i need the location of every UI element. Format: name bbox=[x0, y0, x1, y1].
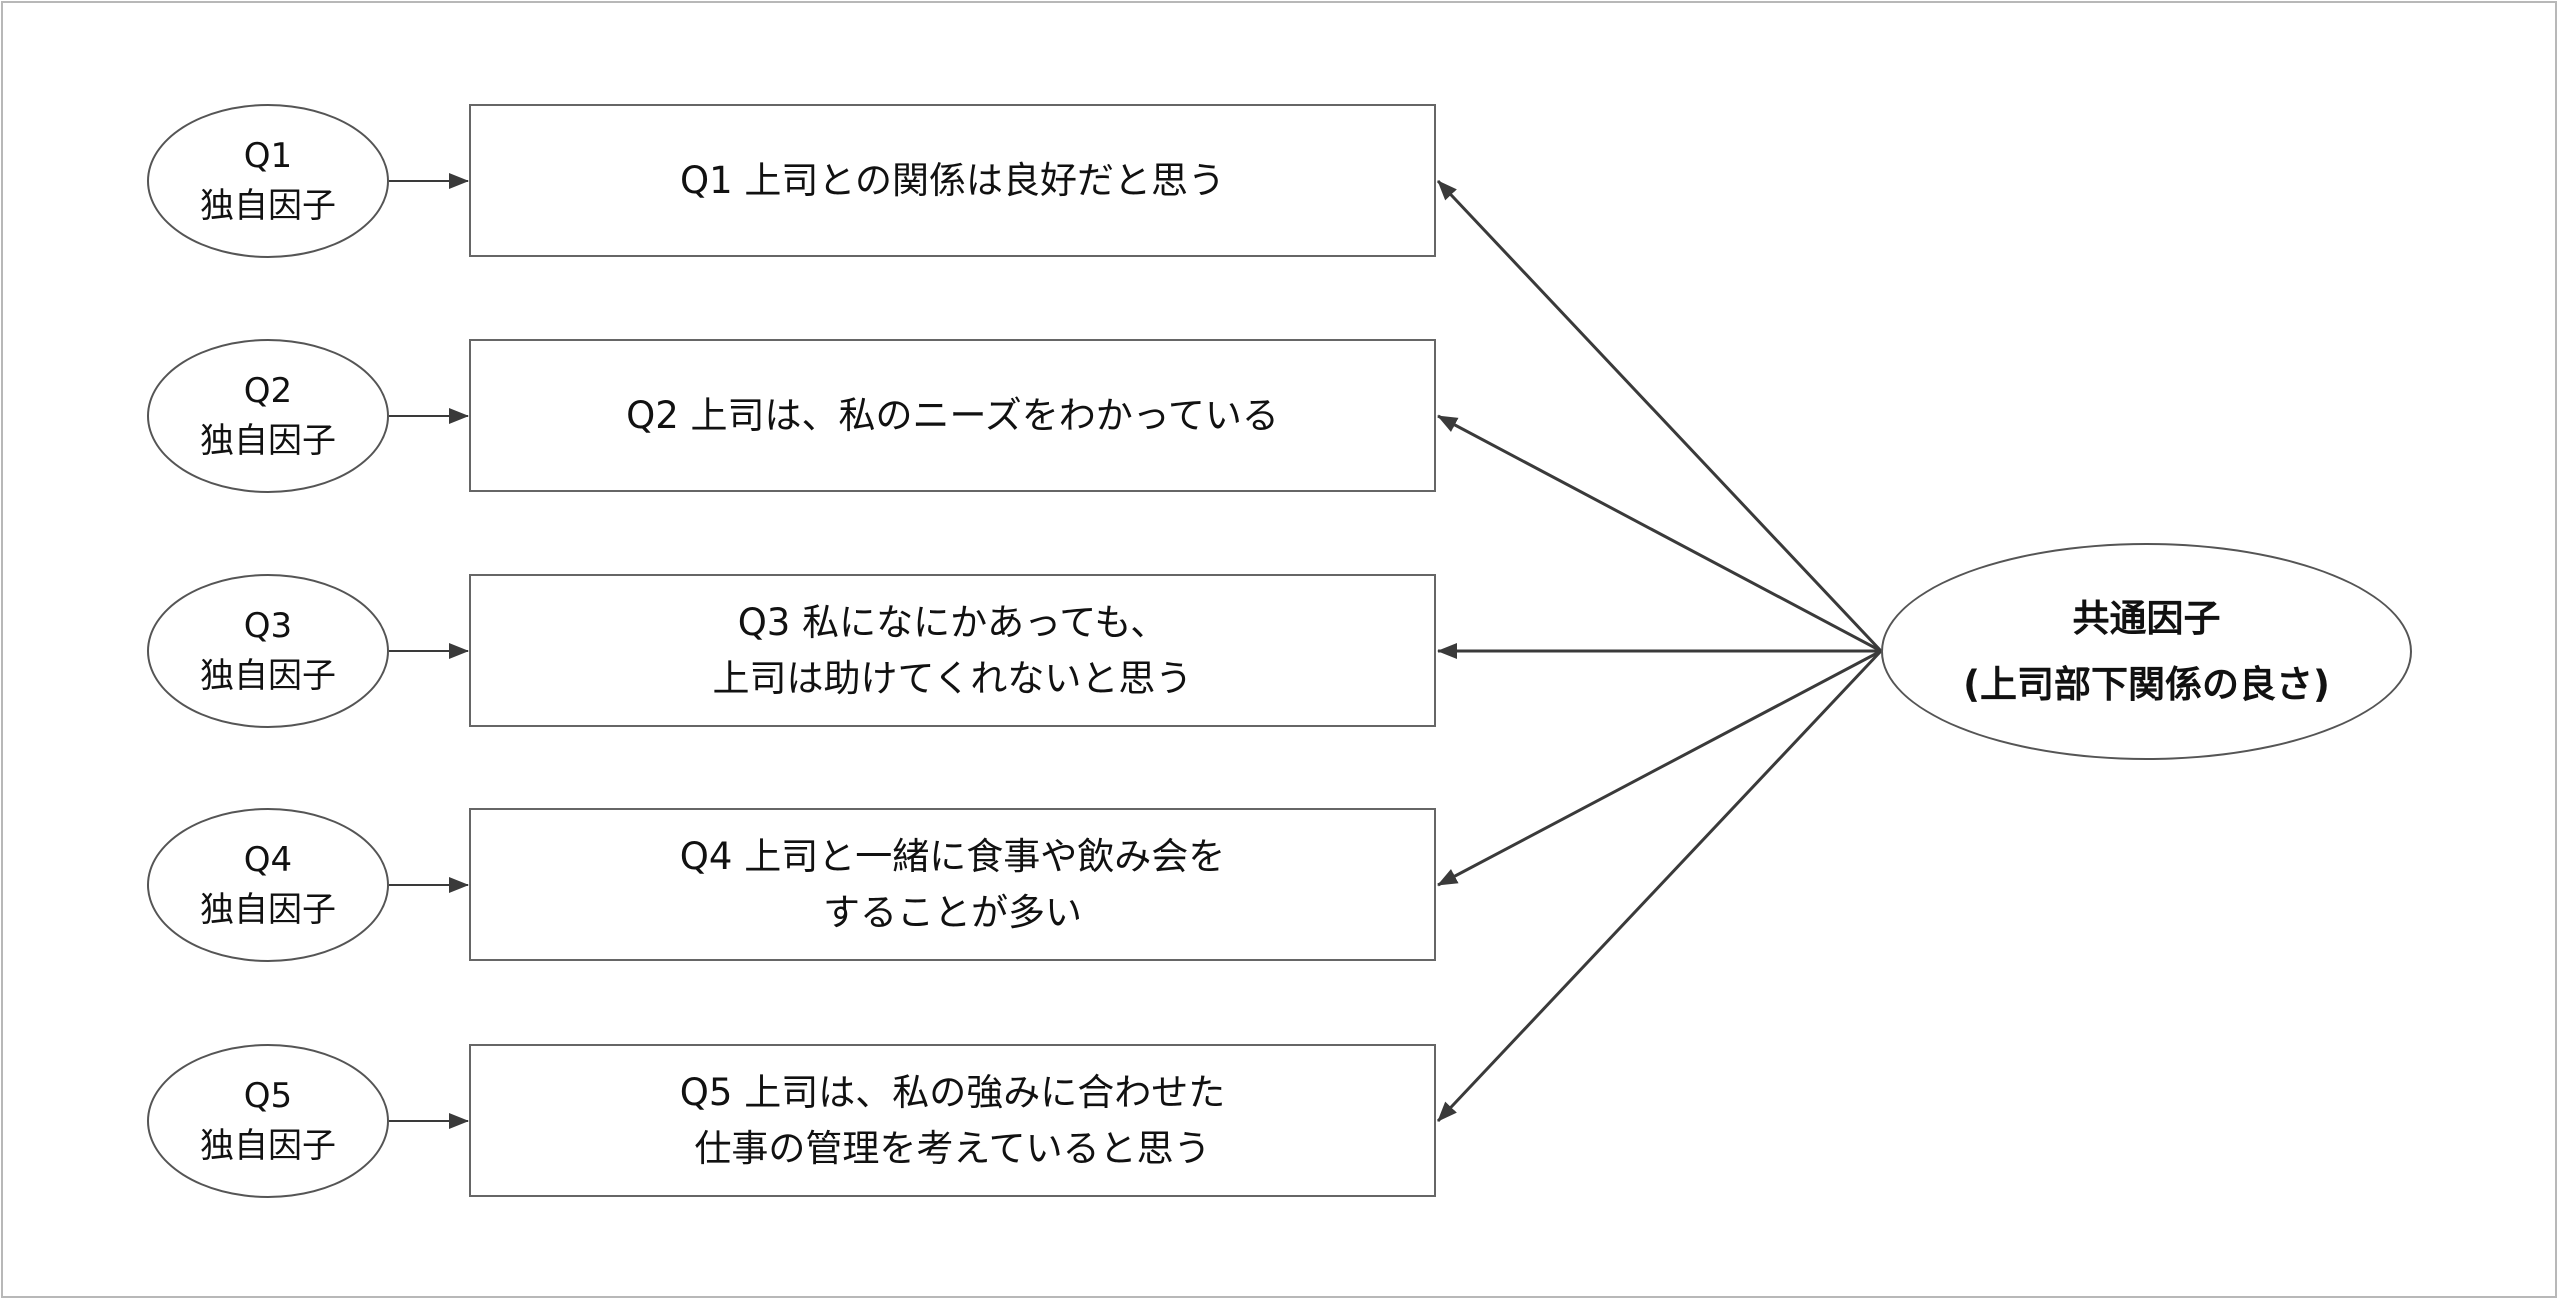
common-factor-subtitle: (上司部下関係の良さ) bbox=[1963, 662, 2330, 706]
common-arrow-q1 bbox=[1436, 179, 1883, 653]
unique-factor-q3-label: Q3 bbox=[243, 606, 293, 646]
item-box-q4: Q4 上司と一緒に食事や飲み会を することが多い bbox=[469, 808, 1436, 961]
unique-factor-q4: Q4 独自因子 bbox=[147, 808, 389, 962]
item-q2-text-line1: Q2 上司は、私のニーズをわかっている bbox=[626, 393, 1279, 437]
common-arrow-q4 bbox=[1437, 649, 1882, 887]
item-q3-text-line1: Q3 私になにかあっても、 bbox=[737, 600, 1168, 644]
unique-factor-q2: Q2 独自因子 bbox=[147, 339, 389, 493]
item-q4-text-line1: Q4 上司と一緒に食事や飲み会を bbox=[679, 834, 1226, 878]
unique-factor-q5-label: Q5 bbox=[243, 1076, 293, 1116]
common-factor-node: 共通因子 (上司部下関係の良さ) bbox=[1881, 543, 2412, 760]
item-q4-text-line2: することが多い bbox=[823, 890, 1082, 934]
item-q3-text-line2: 上司は助けてくれないと思う bbox=[712, 656, 1193, 700]
item-box-q5: Q5 上司は、私の強みに合わせた 仕事の管理を考えていると思う bbox=[469, 1044, 1436, 1197]
unique-factor-q3: Q3 独自因子 bbox=[147, 574, 389, 728]
unique-factor-q4-caption: 独自因子 bbox=[200, 890, 336, 930]
unique-factor-q2-caption: 独自因子 bbox=[200, 421, 336, 461]
item-q5-text-line2: 仕事の管理を考えていると思う bbox=[694, 1126, 1211, 1170]
item-box-q2: Q2 上司は、私のニーズをわかっている bbox=[469, 339, 1436, 492]
item-box-q1: Q1 上司との関係は良好だと思う bbox=[469, 104, 1436, 257]
unique-factor-q5-caption: 独自因子 bbox=[200, 1126, 336, 1166]
item-q5-text-line1: Q5 上司は、私の強みに合わせた bbox=[679, 1070, 1226, 1114]
common-arrow-q2 bbox=[1437, 414, 1882, 653]
unique-factor-q1-label: Q1 bbox=[243, 136, 293, 176]
item-q1-text-line1: Q1 上司との関係は良好だと思う bbox=[679, 158, 1226, 202]
unique-factor-q5: Q5 独自因子 bbox=[147, 1044, 389, 1198]
unique-factor-q4-label: Q4 bbox=[243, 840, 293, 880]
unique-factor-q3-caption: 独自因子 bbox=[200, 656, 336, 696]
unique-factor-q1-caption: 独自因子 bbox=[200, 186, 336, 226]
unique-factor-q1: Q1 独自因子 bbox=[147, 104, 389, 258]
unique-factor-q2-label: Q2 bbox=[243, 371, 293, 411]
item-box-q3: Q3 私になにかあっても、 上司は助けてくれないと思う bbox=[469, 574, 1436, 727]
common-factor-title: 共通因子 bbox=[2072, 596, 2221, 640]
common-arrow-q5 bbox=[1436, 649, 1883, 1123]
